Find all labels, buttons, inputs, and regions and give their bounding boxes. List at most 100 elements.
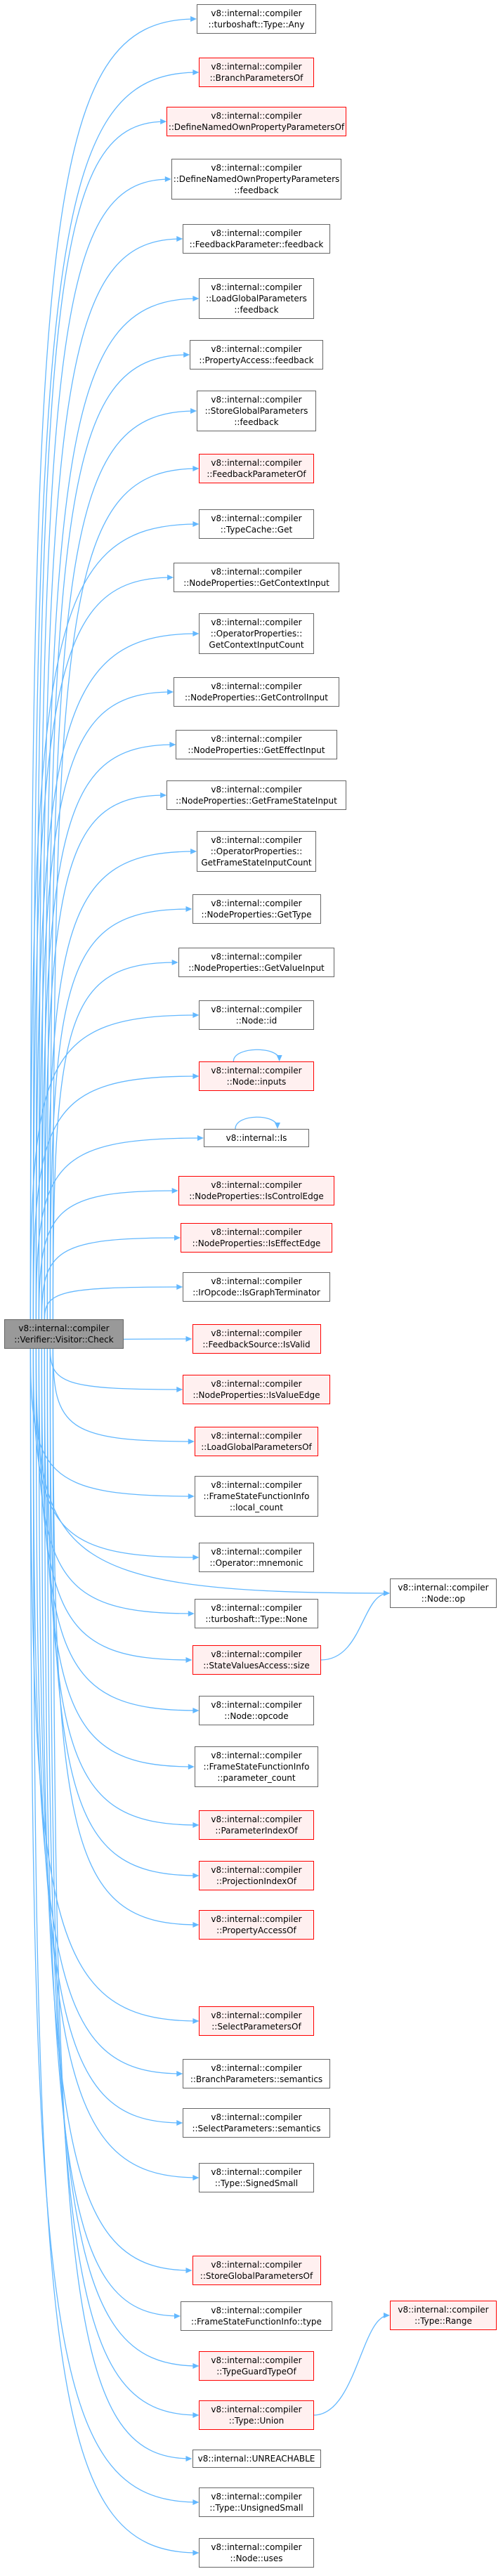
function-node-gettype[interactable]: v8::internal::compiler ::NodeProperties:… [192, 894, 321, 924]
edge-root-to-nodeuses [32, 1348, 198, 2554]
function-node-is[interactable]: v8::internal::Is [204, 1129, 309, 1147]
edge-root-to-geteffectinput [41, 744, 175, 1320]
function-node-storeglobalfb[interactable]: v8::internal::compiler ::StoreGlobalPara… [197, 391, 316, 431]
function-node-selectparamsof[interactable]: v8::internal::compiler ::SelectParameter… [199, 2006, 314, 2036]
edge-root-to-propaccessfb-arrowhead [183, 352, 190, 358]
function-node-definenamedof[interactable]: v8::internal::compiler ::DefineNamedOwnP… [166, 107, 346, 136]
edge-root-to-unreachable [52, 1348, 191, 2459]
edge-root-to-loadglobalof-arrowhead [188, 1439, 195, 1444]
edge-root-to-loadglobalfb-arrowhead [192, 296, 200, 301]
function-node-paramcount[interactable]: v8::internal::compiler ::FrameStateFunct… [194, 1746, 319, 1787]
function-node-nodeid[interactable]: v8::internal::compiler ::Node::id [199, 1000, 314, 1030]
function-node-selectsem[interactable]: v8::internal::compiler ::SelectParameter… [183, 2108, 330, 2138]
edge-svasize-to-nodeop [320, 1593, 389, 1661]
edge-root-to-localcount [30, 1348, 193, 1497]
edge-root-to-fsfitype-arrowhead [174, 2313, 181, 2319]
function-node-fbsourcevalid[interactable]: v8::internal::compiler ::FeedbackSource:… [192, 1324, 321, 1354]
edge-root-to-svasize-arrowhead [185, 1657, 192, 1663]
edge-root-to-getcontextcount-arrowhead [192, 631, 200, 636]
function-node-svasize[interactable]: v8::internal::compiler ::StateValuesAcce… [192, 1645, 321, 1675]
edge-root-to-branchsem-arrowhead [176, 2071, 183, 2077]
function-node-nodeop[interactable]: v8::internal::compiler ::Node::op [390, 1578, 497, 1608]
function-node-getframestatecount[interactable]: v8::internal::compiler ::OperatorPropert… [197, 831, 316, 872]
function-node-paramindexof[interactable]: v8::internal::compiler ::ParameterIndexO… [199, 1810, 314, 1840]
function-node-branchsem[interactable]: v8::internal::compiler ::BranchParameter… [183, 2059, 330, 2088]
function-node-fbparamfb[interactable]: v8::internal::compiler ::FeedbackParamet… [183, 224, 330, 254]
function-node-typecacheget[interactable]: v8::internal::compiler ::TypeCache::Get [199, 509, 314, 539]
edge-root-to-getframestatecount-arrowhead [190, 849, 197, 854]
function-node-nodeinputs[interactable]: v8::internal::compiler ::Node::inputs [199, 1061, 314, 1091]
function-node-unreachable[interactable]: v8::internal::UNREACHABLE [192, 2450, 321, 2468]
function-node-getcontextcount[interactable]: v8::internal::compiler ::OperatorPropert… [199, 613, 314, 654]
edge-root-to-storeglobalof [41, 1348, 191, 2271]
edge-root-to-fbparamfb-arrowhead [176, 236, 183, 242]
function-node-any[interactable]: v8::internal::compiler ::turboshaft::Typ… [197, 4, 316, 34]
function-node-getvalueinput[interactable]: v8::internal::compiler ::NodeProperties:… [178, 948, 335, 977]
function-node-storeglobalof[interactable]: v8::internal::compiler ::StoreGlobalPara… [192, 2256, 321, 2285]
function-node-propaccessfb[interactable]: v8::internal::compiler ::PropertyAccess:… [190, 340, 323, 370]
edge-root-to-storeglobalfb-arrowhead [190, 408, 197, 414]
function-node-localcount[interactable]: v8::internal::compiler ::FrameStateFunct… [194, 1476, 319, 1517]
edge-root-to-nodeid-arrowhead [192, 1012, 200, 1018]
function-node-nodeuses[interactable]: v8::internal::compiler ::Node::uses [199, 2538, 314, 2568]
edge-root-to-isgraphterm [44, 1286, 182, 1320]
edge-root-to-paramcount-arrowhead [188, 1764, 195, 1770]
edge-root-to-localcount-arrowhead [188, 1493, 195, 1499]
edge-root-to-projindexof [49, 1348, 198, 1876]
function-node-fbparamof[interactable]: v8::internal::compiler ::FeedbackParamet… [199, 454, 314, 483]
function-node-geteffectinput[interactable]: v8::internal::compiler ::NodeProperties:… [176, 730, 337, 759]
edge-root-to-typeunion-arrowhead [192, 2412, 200, 2418]
function-node-loadglobalfb[interactable]: v8::internal::compiler ::LoadGlobalParam… [199, 278, 314, 319]
function-node-getcontrolinput[interactable]: v8::internal::compiler ::NodeProperties:… [174, 677, 339, 707]
edge-root-to-iscontroledge-arrowhead [171, 1188, 178, 1194]
function-node-definenamedfb[interactable]: v8::internal::compiler ::DefineNamedOwnP… [171, 159, 342, 200]
edge-root-to-unreachable-arrowhead [185, 2456, 192, 2461]
edge-nodeinputs-to-nodeinputs [233, 1049, 280, 1062]
function-node-projindexof[interactable]: v8::internal::compiler ::ProjectionIndex… [199, 1861, 314, 1890]
function-node-signedsmall[interactable]: v8::internal::compiler ::Type::SignedSma… [199, 2163, 314, 2192]
edge-root-to-mnemonic [32, 1348, 198, 1558]
edge-root-to-svasize [38, 1348, 191, 1661]
edge-root-to-typenone [35, 1348, 193, 1614]
edge-root-to-nodeinputs [32, 1075, 198, 1320]
edge-root-to-opcode-arrowhead [192, 1708, 200, 1713]
function-node-isvalueedge[interactable]: v8::internal::compiler ::NodeProperties:… [183, 1375, 330, 1404]
edge-root-to-any [30, 18, 196, 1320]
function-node-unsignedsmall[interactable]: v8::internal::compiler ::Type::UnsignedS… [199, 2487, 314, 2517]
edge-root-to-typeguardof [46, 1348, 198, 2367]
edge-root-to-definenamedfb [38, 178, 170, 1320]
edge-root-to-branchparams-arrowhead [192, 70, 200, 75]
function-node-getcontextinput[interactable]: v8::internal::compiler ::NodeProperties:… [174, 563, 339, 592]
edge-root-to-getcontextcount [35, 633, 198, 1320]
edge-root-to-gettype [49, 908, 191, 1320]
function-node-branchparams[interactable]: v8::internal::compiler ::BranchParameter… [199, 58, 314, 87]
edge-root-to-signedsmall-arrowhead [192, 2175, 200, 2181]
function-node-isgraphterm[interactable]: v8::internal::compiler ::IrOpcode::IsGra… [183, 1272, 330, 1302]
function-node-typerange[interactable]: v8::internal::compiler ::Type::Range [390, 2301, 497, 2330]
edge-root-to-typenone-arrowhead [188, 1611, 195, 1616]
function-node-typeguardof[interactable]: v8::internal::compiler ::TypeGuardTypeOf [199, 2351, 314, 2381]
edge-root-to-typecacheget [30, 523, 198, 1320]
edge-root-to-fbparamof-arrowhead [192, 466, 200, 471]
function-node-getframestate[interactable]: v8::internal::compiler ::NodeProperties:… [166, 780, 346, 810]
root-function-node[interactable]: v8::internal::compiler ::Verifier::Visit… [4, 1319, 124, 1349]
function-node-opcode[interactable]: v8::internal::compiler ::Node::opcode [199, 1696, 314, 1725]
edge-root-to-typeunion [49, 1348, 198, 2416]
edge-root-to-branchparams [32, 72, 198, 1320]
function-node-iseffectedge[interactable]: v8::internal::compiler ::NodeProperties:… [181, 1223, 332, 1253]
edge-root-to-paramcount [44, 1348, 193, 1767]
edge-root-to-propaccessof [52, 1348, 198, 1926]
function-node-typenone[interactable]: v8::internal::compiler ::turboshaft::Typ… [194, 1599, 319, 1628]
function-node-iscontroledge[interactable]: v8::internal::compiler ::NodeProperties:… [178, 1176, 335, 1205]
edge-root-to-nodeinputs-arrowhead [192, 1073, 200, 1079]
function-node-mnemonic[interactable]: v8::internal::compiler ::Operator::mnemo… [199, 1543, 314, 1572]
function-node-fsfitype[interactable]: v8::internal::compiler ::FrameStateFunct… [181, 2301, 332, 2331]
edge-root-to-getvalueinput-arrowhead [171, 960, 178, 965]
function-node-typeunion[interactable]: v8::internal::compiler ::Type::Union [199, 2400, 314, 2430]
edge-root-to-loadglobalfb [44, 298, 198, 1320]
function-node-loadglobalof[interactable]: v8::internal::compiler ::LoadGlobalParam… [194, 1427, 319, 1456]
function-node-propaccessof[interactable]: v8::internal::compiler ::PropertyAccessO… [199, 1910, 314, 1940]
edge-root-to-unsignedsmall-arrowhead [192, 2499, 200, 2505]
edge-root-to-fbsourcevalid-arrowhead [185, 1336, 192, 1342]
